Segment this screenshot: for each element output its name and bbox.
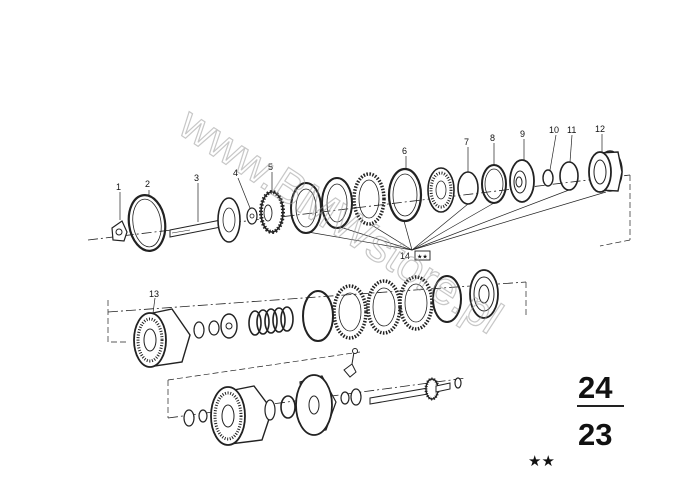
page-number-bottom: 23 (578, 417, 612, 452)
callout-10: 10 (549, 125, 559, 135)
row3-washer-e (454, 377, 462, 389)
row3-large-disc (295, 374, 337, 436)
clutch-disk-b (321, 177, 353, 229)
part-2-ring (127, 194, 167, 252)
row3-washer-a (183, 409, 195, 427)
row3-ring (280, 395, 296, 419)
row2-spring-pack (248, 306, 294, 336)
callout-14: 14 (400, 251, 410, 261)
callout-6: 6 (402, 146, 407, 156)
part-4-washer (246, 207, 258, 225)
row2-toothed-disk-b (366, 279, 402, 335)
callout-14-badge (414, 250, 431, 261)
row2-bracket-left (107, 300, 126, 343)
callout-13-leader (152, 297, 156, 314)
part-1-washer (111, 220, 128, 242)
double-star-icon: ★★ (528, 452, 555, 470)
row3-washer-d (350, 388, 362, 406)
callout-5: 5 (268, 162, 273, 172)
row3-washer-b (198, 409, 208, 423)
callout-2: 2 (145, 179, 150, 189)
callout-7: 7 (464, 137, 469, 147)
row1-bracket-bottom (599, 239, 631, 247)
part-6-ring (387, 167, 423, 223)
callout-labels: 1 2 3 4 5 6 7 8 9 10 11 12 13 14 ★★ (116, 124, 605, 299)
row2-toothed-disk-a (332, 284, 368, 340)
svg-text:★★: ★★ (417, 254, 428, 261)
row3-valve (343, 348, 358, 378)
callout-8: 8 (490, 133, 495, 143)
part-9-hub (509, 159, 535, 203)
callout-1: 1 (116, 182, 121, 192)
callout-11: 11 (567, 125, 576, 135)
row2-ring-a (302, 290, 334, 342)
thrust-bearing (427, 167, 455, 213)
row3-drum (210, 385, 276, 446)
page-reference: 24 23 ★★ (528, 370, 624, 470)
row2-piston (469, 269, 499, 319)
row2-washer-b (208, 320, 220, 336)
part-8-ring (481, 164, 507, 204)
callout-12: 12 (595, 124, 605, 134)
callout-4: 4 (233, 168, 238, 178)
row3-output-shaft (369, 377, 451, 405)
callout-9: 9 (520, 129, 525, 139)
callout-3: 3 (194, 173, 199, 183)
clutch-disk-c (352, 172, 386, 226)
part-7-ring (457, 171, 479, 205)
part-10-washer (542, 169, 554, 187)
part-11-ring (559, 161, 579, 191)
clutch-disk-a (290, 182, 322, 234)
row2-ring-b (432, 275, 462, 323)
page-number-top: 24 (578, 370, 613, 405)
part-12-bearing (588, 150, 623, 193)
row3-washer-c (340, 391, 350, 405)
part-13-drum (133, 308, 191, 368)
row2-toothed-disk-c (398, 275, 434, 331)
row2-centerline (107, 281, 527, 313)
row1-leader-lines (119, 134, 607, 251)
callout-13: 13 (149, 289, 159, 299)
row2-washer-a (193, 321, 205, 339)
part-3-shaft (169, 197, 241, 243)
